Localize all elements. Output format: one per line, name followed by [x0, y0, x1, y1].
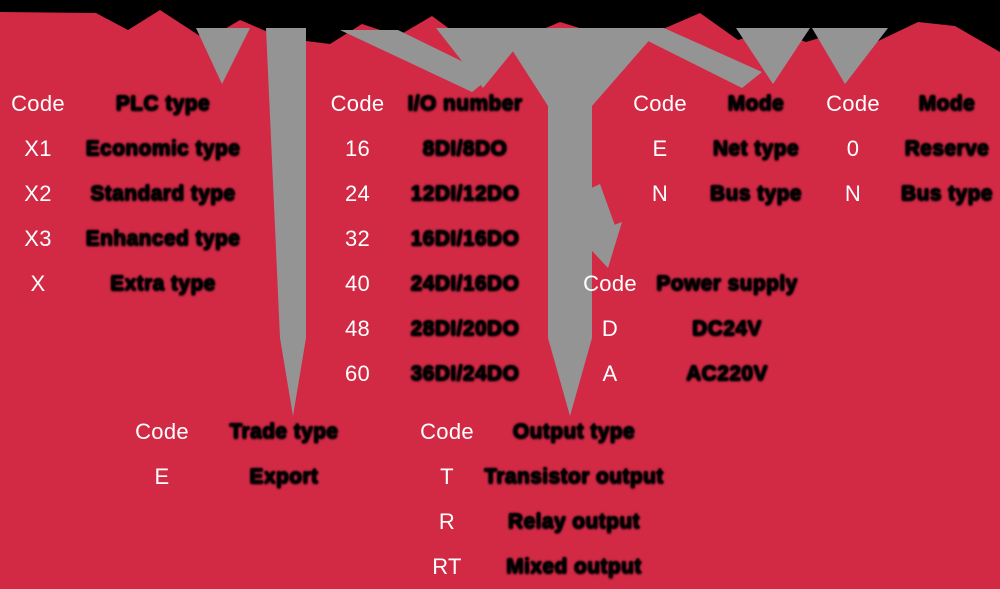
down-arrow-long-output-type [548, 100, 592, 416]
value-cell: DC24V [692, 316, 762, 340]
table-row: X1 Economic type [0, 126, 250, 171]
down-arrow-plc-type [196, 28, 250, 84]
table-row: N Bus type [630, 171, 822, 216]
code-header: Code [583, 270, 637, 296]
funnel-output-type [498, 28, 660, 106]
diagonal-arrow-mode [622, 28, 762, 88]
value-header: Power supply [656, 271, 798, 295]
value-cell: Mixed output [506, 554, 642, 578]
branch-arrow-power-supply-head [580, 222, 622, 268]
value-cell: Relay output [508, 509, 640, 533]
value-cell: Economic type [85, 136, 241, 160]
table-row: 24 12DI/12DO [330, 171, 545, 216]
value-cell: Export [249, 464, 319, 488]
table-row: 48 28DI/20DO [330, 306, 545, 351]
io-number-table: Code I/O number 16 8DI/8DO 24 12DI/12DO 32 16DI… [330, 81, 545, 396]
code-cell: T [440, 463, 454, 489]
value-cell: Extra type [110, 271, 216, 295]
code-header: Code [420, 418, 474, 444]
down-arrow-mode-left [736, 28, 810, 84]
value-cell: 8DI/8DO [422, 136, 508, 160]
value-cell: Standard type [90, 181, 236, 205]
table-row: A AC220V [580, 351, 814, 396]
value-header: PLC type [115, 91, 211, 115]
table-row: 40 24DI/16DO [330, 261, 545, 306]
value-cell: Bus type [901, 181, 993, 205]
code-cell: X1 [24, 135, 52, 161]
value-cell: Net type [712, 136, 800, 160]
header-row: Code Power supply [580, 261, 814, 306]
code-header: Code [11, 90, 65, 116]
header-row: Code Mode [630, 81, 822, 126]
diagonal-arrow-io [340, 30, 492, 92]
table-row: E Net type [630, 126, 822, 171]
code-cell: R [438, 508, 456, 534]
code-header: Code [826, 90, 880, 116]
code-cell: E [154, 463, 170, 489]
value-cell: 24DI/16DO [410, 271, 520, 295]
code-cell: X [30, 270, 46, 296]
top-code-band [0, 0, 1000, 52]
code-cell: D [601, 315, 619, 341]
down-arrow-mode-right [812, 28, 888, 84]
value-header: Mode [918, 91, 976, 115]
header-row: Code I/O number [330, 81, 545, 126]
code-header: Code [135, 418, 189, 444]
value-cell: Transistor output [484, 464, 664, 488]
code-header: Code [330, 90, 385, 116]
code-cell: N [844, 180, 862, 206]
value-header: I/O number [407, 91, 523, 115]
code-cell: 16 [344, 135, 371, 161]
code-cell: 0 [846, 135, 860, 161]
value-header: Trade type [229, 419, 339, 443]
value-header: Output type [512, 419, 636, 443]
value-cell: 28DI/20DO [410, 316, 520, 340]
code-cell: X2 [24, 180, 52, 206]
table-row: X2 Standard type [0, 171, 250, 216]
code-cell: E [652, 135, 668, 161]
table-row: X3 Enhanced type [0, 216, 250, 261]
table-row: 32 16DI/16DO [330, 216, 545, 261]
header-row: Code Mode [820, 81, 1000, 126]
table-row: R Relay output [410, 499, 664, 544]
table-row: D DC24V [580, 306, 814, 351]
table-row: 60 36DI/24DO [330, 351, 545, 396]
code-header: Code [633, 90, 687, 116]
down-arrow-long-trade-type [266, 28, 306, 416]
value-cell: AC220V [686, 361, 768, 385]
code-cell: 48 [344, 315, 371, 341]
value-cell: 12DI/12DO [410, 181, 520, 205]
value-header: Mode [727, 91, 785, 115]
header-row: Code PLC type [0, 81, 250, 126]
table-row: E Export [130, 454, 374, 499]
table-row: N Bus type [820, 171, 1000, 216]
value-cell: Enhanced type [85, 226, 241, 250]
code-cell: N [651, 180, 669, 206]
code-cell: 60 [344, 360, 371, 386]
header-row: Code Trade type [130, 409, 374, 454]
table-row: 16 8DI/8DO [330, 126, 545, 171]
value-cell: Reserve [904, 136, 990, 160]
code-cell: A [602, 360, 618, 386]
value-cell: 16DI/16DO [410, 226, 520, 250]
value-cell: 36DI/24DO [410, 361, 520, 385]
header-row: Code Output type [410, 409, 664, 454]
table-row: X Extra type [0, 261, 250, 306]
table-row: T Transistor output [410, 454, 664, 499]
table-row: RT Mixed output [410, 544, 664, 589]
code-cell: RT [432, 553, 462, 579]
value-cell: Bus type [710, 181, 802, 205]
code-cell: 40 [344, 270, 371, 296]
code-cell: X3 [24, 225, 52, 251]
table-row: 0 Reserve [820, 126, 1000, 171]
code-cell: 24 [344, 180, 371, 206]
code-cell: 32 [344, 225, 371, 251]
